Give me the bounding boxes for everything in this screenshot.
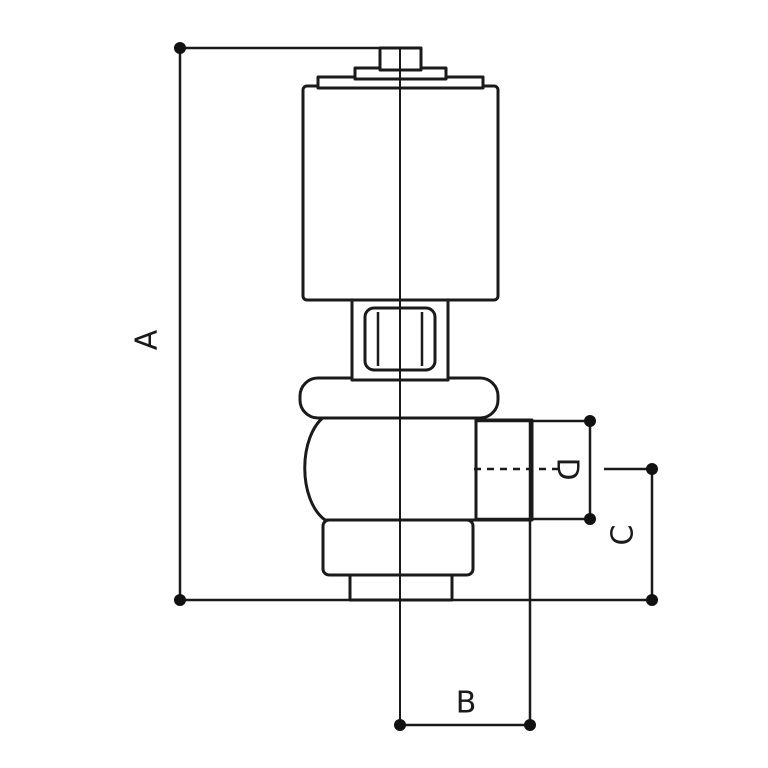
dim-a-bottom-dot — [174, 594, 186, 606]
dim-b-label: B — [456, 686, 477, 721]
dimension-a: A — [130, 42, 652, 606]
ball-section — [303, 414, 478, 522]
dim-b-left-dot — [394, 719, 406, 731]
dimension-d: D — [476, 415, 596, 525]
dim-a-top-dot — [174, 42, 186, 54]
lower-body — [321, 518, 475, 577]
dim-d-bottom-dot — [584, 513, 596, 525]
dim-d-label: D — [550, 457, 585, 480]
dimension-b: B — [394, 420, 536, 731]
dim-c-bottom-dot — [646, 594, 658, 606]
dim-a-label: A — [130, 329, 165, 350]
dim-b-right-dot — [524, 719, 536, 731]
dimension-c: C — [474, 463, 658, 606]
valve-body — [298, 46, 534, 602]
dim-c-top-dot — [646, 463, 658, 475]
dim-c-label: C — [606, 525, 641, 546]
dim-d-top-dot — [584, 415, 596, 427]
